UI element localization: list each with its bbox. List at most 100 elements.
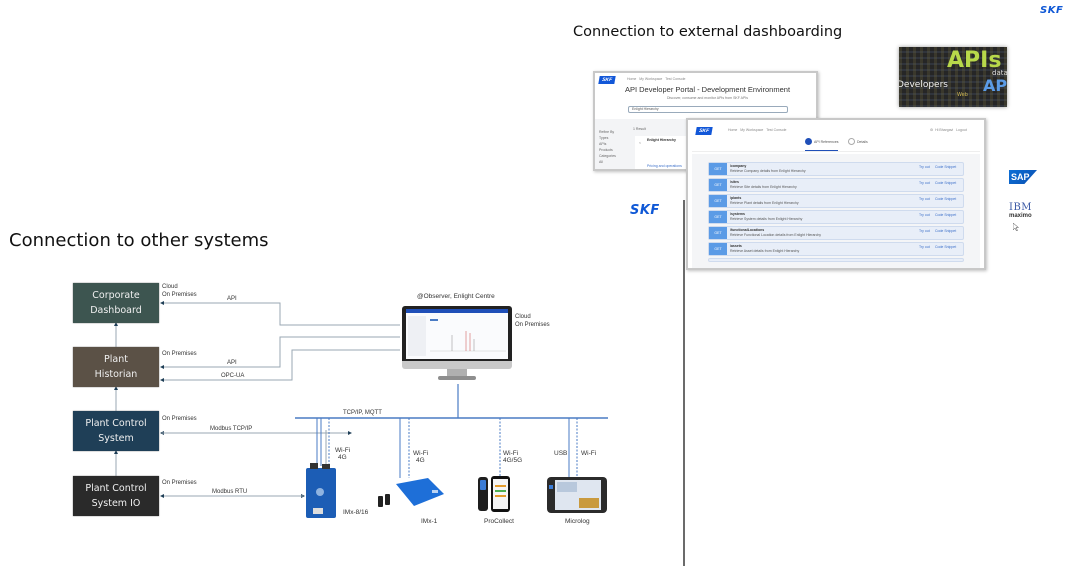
api-description: Retrieve Functional Location details fro… bbox=[730, 233, 822, 237]
corp-deploy-label: Cloud On Premises bbox=[162, 283, 197, 299]
logout-link[interactable]: Logout bbox=[956, 128, 967, 132]
deploy-cloud: Cloud bbox=[162, 284, 178, 290]
pcs-deploy-label: On Premises bbox=[162, 416, 197, 422]
cell-label: 4G bbox=[416, 457, 425, 464]
api-endpoint: /plants bbox=[730, 196, 742, 200]
method-badge: GET bbox=[709, 243, 727, 255]
result-link[interactable]: Pricing and operations bbox=[647, 164, 682, 168]
cell-label: 4G/5G bbox=[503, 457, 523, 464]
filter-apis[interactable]: APIs bbox=[599, 142, 607, 146]
api-endpoint: /company bbox=[730, 164, 747, 168]
code-snippet-link[interactable]: Code Snippet bbox=[935, 213, 957, 217]
wordcloud-apis: APIs bbox=[947, 48, 1002, 73]
nav-console[interactable]: Test Console bbox=[766, 128, 787, 132]
wordcloud-developers: Developers bbox=[899, 80, 948, 90]
imx-8-16-device bbox=[306, 463, 336, 518]
observer-label: @Observer, Enlight Centre bbox=[417, 293, 495, 300]
api-endpoint: /sites bbox=[730, 180, 739, 184]
code-snippet-link[interactable]: Code Snippet bbox=[935, 181, 957, 185]
maximo-logo: maximo bbox=[1009, 213, 1032, 219]
filter-all[interactable]: All bbox=[599, 160, 603, 164]
api-endpoint: /assets bbox=[730, 244, 742, 248]
try-out-link[interactable]: Try out bbox=[919, 165, 930, 169]
nav-home[interactable]: Home bbox=[728, 128, 738, 132]
other-systems-title: Connection to other systems bbox=[9, 230, 269, 251]
portal-nav: Home My Workspace Test Console bbox=[728, 128, 786, 132]
portal-user-nav: ⚙ Hi Bhargavi Logout bbox=[930, 128, 967, 132]
api-endpoint: /systems bbox=[730, 212, 745, 216]
filter-products[interactable]: Products bbox=[599, 148, 613, 152]
nav-console[interactable]: Test Console bbox=[665, 77, 686, 81]
imx-8-16-label: IMx-8/16 bbox=[343, 509, 369, 516]
results-count: 1 Result bbox=[633, 127, 646, 131]
try-out-link[interactable]: Try out bbox=[919, 181, 930, 185]
wordcloud-data: data bbox=[992, 69, 1007, 77]
nav-workspace[interactable]: My Workspace bbox=[639, 77, 663, 81]
portal-tabs: API References Details bbox=[692, 134, 980, 152]
deploy-onprem: On Premises bbox=[162, 292, 197, 298]
portal-nav: Home My Workspace Test Console bbox=[627, 77, 685, 81]
ibm-logo: IBM bbox=[1009, 202, 1033, 213]
imx-1-label: IMx-1 bbox=[421, 518, 438, 525]
language-icon[interactable]: ⚙ bbox=[930, 128, 934, 132]
line-corp-api bbox=[160, 301, 400, 326]
portal-search-input[interactable]: Enlight Hierarchy bbox=[628, 106, 788, 113]
filter-types[interactable]: Types bbox=[599, 136, 609, 140]
code-snippet-link[interactable]: Code Snippet bbox=[935, 229, 957, 233]
imx-1-device bbox=[378, 478, 444, 507]
line-hist-api bbox=[160, 336, 400, 369]
api-description: Retrieve Company details from Enlight Hi… bbox=[730, 169, 806, 173]
observer-monitor bbox=[402, 306, 512, 386]
line-hist-opc bbox=[160, 349, 400, 382]
portal-skf-logo: SKF bbox=[598, 76, 616, 84]
corp-api-label: API bbox=[227, 296, 237, 302]
hist-opc-label: OPC-UA bbox=[221, 373, 245, 379]
code-snippet-link[interactable]: Code Snippet bbox=[935, 245, 957, 249]
tab-api-references[interactable]: API References bbox=[805, 138, 839, 145]
box-line2: Dashboard bbox=[90, 305, 142, 316]
method-badge: GET bbox=[709, 227, 727, 239]
method-badge: GET bbox=[709, 195, 727, 207]
try-out-link[interactable]: Try out bbox=[919, 229, 930, 233]
portal-title: API Developer Portal - Development Envir… bbox=[624, 85, 791, 94]
result-title[interactable]: Enlight Hierarchy bbox=[647, 138, 676, 142]
box-line1: Plant bbox=[104, 354, 128, 365]
box-line1: Plant Control bbox=[85, 418, 147, 429]
procollect-link-label: Wi-Fi 4G/5G bbox=[503, 450, 522, 464]
filter-categories[interactable]: Categories bbox=[599, 154, 616, 158]
box-line1: Corporate bbox=[92, 290, 140, 301]
api-description: Retrieve Asset details from Enlight Hier… bbox=[730, 249, 800, 253]
imx-1-link-label: Wi-Fi 4G bbox=[413, 450, 428, 464]
refine-title: Refine By bbox=[599, 130, 615, 134]
method-badge: GET bbox=[709, 163, 727, 175]
box-line2: System IO bbox=[91, 498, 141, 509]
tab-details[interactable]: Details bbox=[848, 138, 868, 145]
wifi-label: Wi-Fi bbox=[503, 450, 519, 457]
mouse-cursor-icon bbox=[1013, 223, 1019, 231]
api-description: Retrieve Plant details from Enlight Hier… bbox=[730, 201, 799, 205]
nav-workspace[interactable]: My Workspace bbox=[740, 128, 764, 132]
api-description: Retrieve System details from Enlight Hie… bbox=[730, 217, 803, 221]
code-snippet-link[interactable]: Code Snippet bbox=[935, 165, 957, 169]
network-label: TCP/IP, MQTT bbox=[343, 410, 382, 416]
try-out-link[interactable]: Try out bbox=[919, 197, 930, 201]
nav-home[interactable]: Home bbox=[627, 77, 637, 81]
microlog-label: Microlog bbox=[565, 518, 590, 525]
portal-subtitle: Discover, consume and monitor APIs from … bbox=[666, 96, 749, 100]
microlog-device bbox=[547, 477, 607, 513]
try-out-link[interactable]: Try out bbox=[919, 213, 930, 217]
try-out-link[interactable]: Try out bbox=[919, 245, 930, 249]
api-endpoint: /functionalLocations bbox=[730, 228, 765, 232]
wifi-label: Wi-Fi bbox=[413, 450, 429, 457]
plant-control-system-io-box: Plant Control System IO bbox=[73, 476, 159, 516]
deploy-onprem: On Premises bbox=[515, 322, 550, 328]
user-greeting[interactable]: Hi Bhargavi bbox=[935, 128, 954, 132]
code-snippet-link[interactable]: Code Snippet bbox=[935, 197, 957, 201]
